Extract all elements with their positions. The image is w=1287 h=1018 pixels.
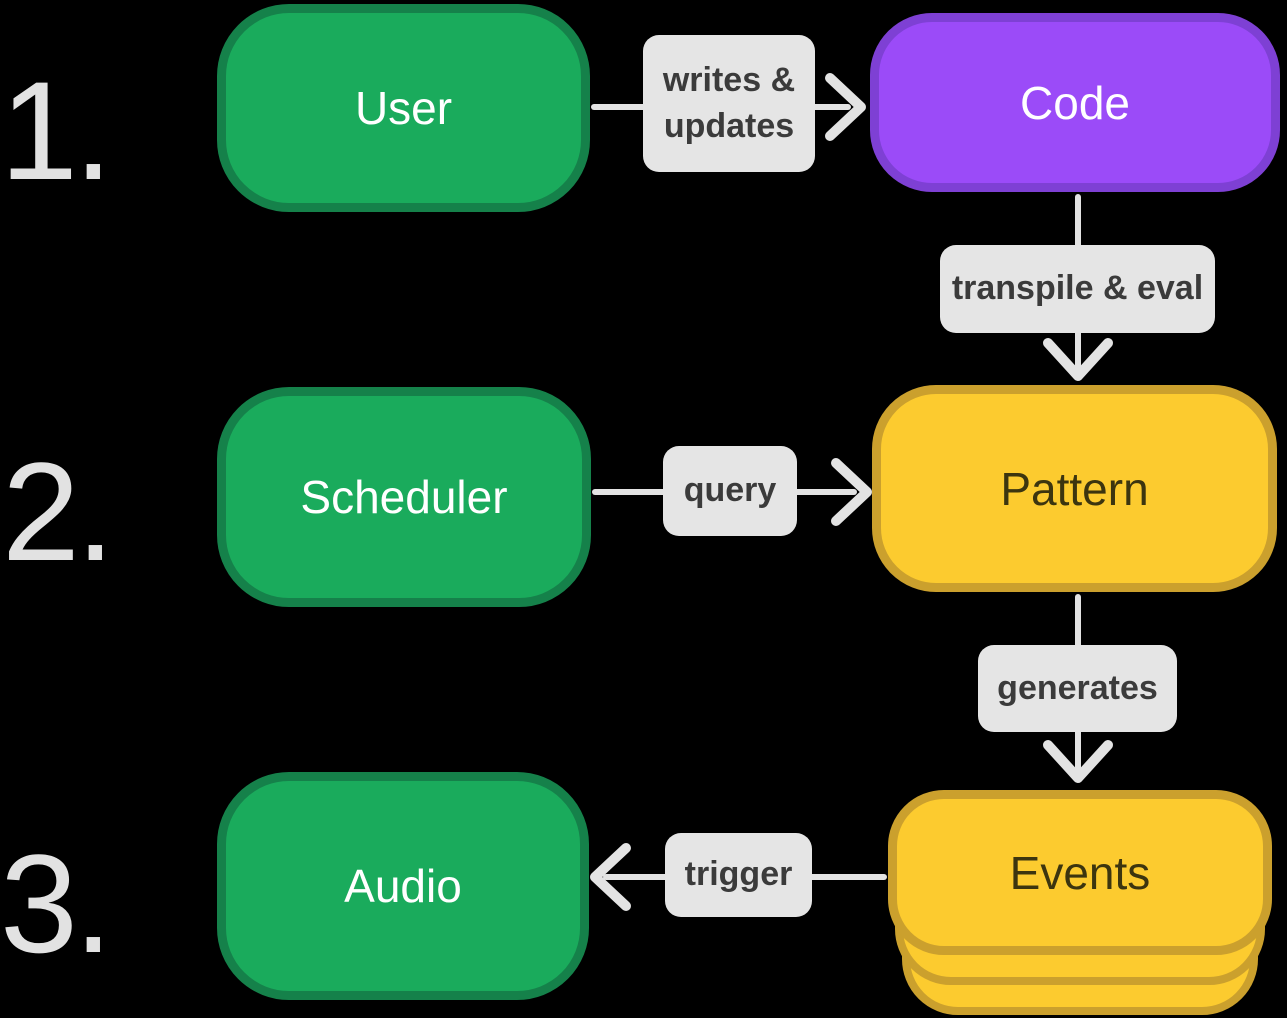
node-audio: Audio (217, 772, 589, 1000)
edge-label-transpile-eval-text: transpile & eval (951, 269, 1204, 308)
edge-label-trigger: trigger (665, 833, 812, 917)
node-scheduler-label: Scheduler (300, 471, 508, 523)
edge-label-query-text: query (683, 471, 777, 510)
node-pattern: Pattern (872, 385, 1277, 592)
node-code-label: Code (1020, 76, 1130, 129)
step-number-1: 1. (0, 52, 113, 209)
edge-label-query: query (663, 446, 797, 536)
node-user-label: User (354, 82, 453, 134)
node-code: Code (870, 13, 1280, 192)
node-audio-label: Audio (344, 860, 462, 912)
edge-label-writes-updates: writes & updates (643, 35, 815, 172)
edge-label-transpile-eval: transpile & eval (940, 245, 1215, 333)
node-scheduler: Scheduler (217, 387, 591, 607)
node-user: User (217, 4, 590, 212)
edge-label-generates-text: generates (997, 668, 1158, 707)
edge-label-writes-updates-line1: writes & (662, 60, 796, 99)
step-number-3: 3. (0, 825, 113, 982)
edge-label-trigger-text: trigger (684, 855, 793, 894)
node-pattern-label: Pattern (1000, 462, 1149, 515)
edge-label-generates: generates (978, 645, 1177, 732)
step-number-2: 2. (2, 433, 115, 590)
node-events: Events (888, 790, 1272, 955)
node-events-label: Events (1009, 846, 1151, 899)
edge-label-writes-updates-line2: updates (663, 106, 795, 145)
